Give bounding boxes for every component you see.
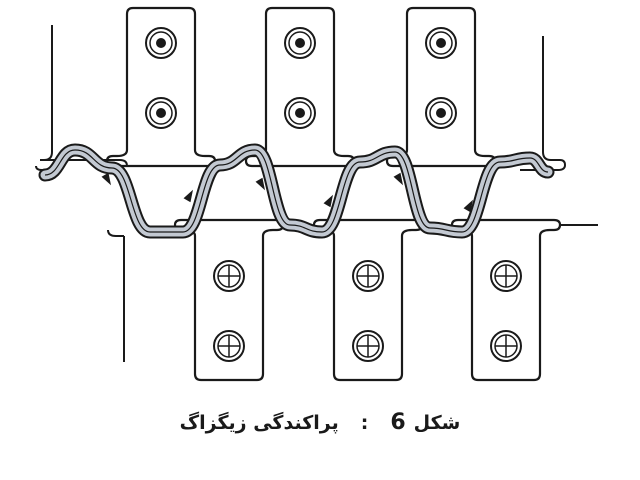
arrow-icon (463, 199, 473, 213)
dot-circle-center (156, 38, 166, 48)
lower-foot-left (107, 229, 124, 237)
flux-path (38, 143, 555, 239)
arrow-head (101, 172, 111, 186)
arrow-icon (393, 172, 403, 186)
dot-circle-center (436, 108, 446, 118)
cross-circle-icon (352, 260, 384, 292)
dot-circle-inner (149, 101, 173, 125)
upper-foot-right (520, 159, 567, 171)
arrow-icon (101, 172, 111, 186)
arrow-head (463, 199, 473, 213)
right-upper-edge (542, 36, 556, 161)
dot-circle-icon (145, 97, 177, 129)
cross-circle-lines (357, 265, 379, 287)
dot-circle-center (295, 108, 305, 118)
dot-circle-icon (425, 27, 457, 59)
caption-word: شکل (413, 412, 461, 434)
cross-circle-icon (490, 260, 522, 292)
cross-circle-icon (490, 330, 522, 362)
dot-circle-inner (429, 101, 453, 125)
dot-circle-icon (425, 97, 457, 129)
arrow-head (183, 189, 193, 203)
figure-caption: شکل 6 : پراکندگی زیگزاگ (0, 410, 640, 435)
arrow-head (255, 177, 265, 191)
dot-circle-center (436, 38, 446, 48)
dot-circle-icon (284, 27, 316, 59)
lower-teeth (107, 218, 562, 382)
cross-circle-icon (213, 330, 245, 362)
cross-circle-lines (218, 335, 240, 357)
cross-circle-icon (352, 330, 384, 362)
arrow-head (393, 172, 403, 186)
arrow-icon (183, 189, 193, 203)
caption-number: 6 (390, 410, 406, 435)
cross-circle-lines (357, 335, 379, 357)
flux-band-center (44, 149, 549, 233)
cross-circle-lines (495, 335, 517, 357)
dot-circle-center (295, 38, 305, 48)
arrow-icon (323, 194, 333, 208)
dot-circle-icon (284, 97, 316, 129)
cross-circle-icon (213, 260, 245, 292)
dot-circle-inner (288, 31, 312, 55)
dot-circle-center (156, 108, 166, 118)
caption-text: پراکندگی زیگزاگ (179, 412, 339, 434)
left-upper-edge (40, 25, 53, 161)
zigzag-leakage-diagram (35, 6, 598, 382)
upper-teeth (35, 6, 567, 171)
arrow-head (323, 194, 333, 208)
arrow-icon (255, 177, 265, 191)
dot-circle-inner (288, 101, 312, 125)
dot-circle-inner (149, 31, 173, 55)
cross-circle-lines (218, 265, 240, 287)
cross-circle-lines (495, 265, 517, 287)
dot-circle-inner (429, 31, 453, 55)
upper-foot-left (40, 159, 128, 167)
conductor-symbols (145, 27, 522, 362)
dot-circle-icon (145, 27, 177, 59)
caption-separator: : (360, 412, 369, 434)
flux-arrows (101, 172, 473, 213)
